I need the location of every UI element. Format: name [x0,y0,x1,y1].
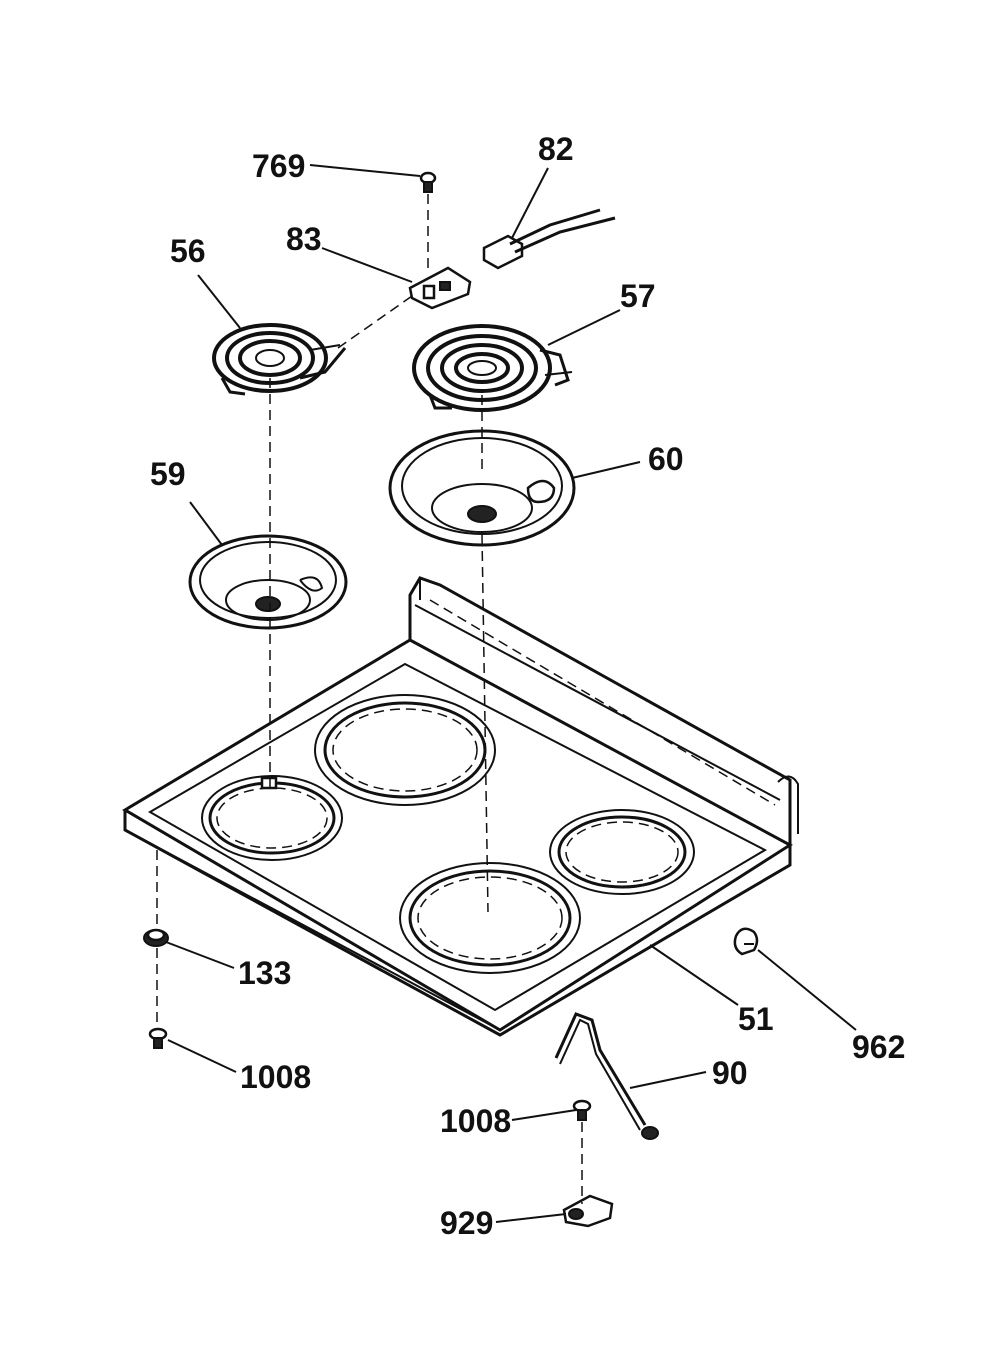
assembly-lines [156,194,583,1204]
label-769: 769 [252,148,305,184]
label-90: 90 [712,1055,748,1091]
screw-1008-left [148,1027,168,1049]
label-57: 57 [620,278,656,314]
label-56: 56 [170,233,206,269]
burner-opening-front-left [201,775,343,861]
terminal-block [408,266,472,310]
part-labels: 769 82 83 56 57 59 60 133 1008 51 962 90… [150,131,905,1241]
label-962: 962 [852,1029,905,1065]
label-83: 83 [286,221,322,257]
screw-769 [419,171,437,193]
label-59: 59 [150,456,186,492]
surface-element-small [212,323,347,396]
label-1008-right: 1008 [440,1103,511,1139]
hinge-clip [733,927,759,956]
label-133: 133 [238,955,291,991]
screw-1008-right [572,1099,592,1121]
drip-bowl-small [188,534,348,630]
burner-opening-front-right [399,862,581,974]
surface-element-large [412,324,573,412]
label-1008-left: 1008 [240,1059,311,1095]
label-51: 51 [738,1001,774,1037]
label-82: 82 [538,131,574,167]
burner-opening-rear-left [314,694,496,806]
cooktop-main-top [122,576,799,1037]
burner-opening-rear-right [549,809,695,895]
label-60: 60 [648,441,684,477]
support-rod [554,1012,659,1140]
leader-lines [165,164,857,1223]
wire-harness [482,208,616,270]
label-929: 929 [440,1205,493,1241]
leveling-spacer [143,928,169,947]
mounting-bracket [562,1194,614,1228]
